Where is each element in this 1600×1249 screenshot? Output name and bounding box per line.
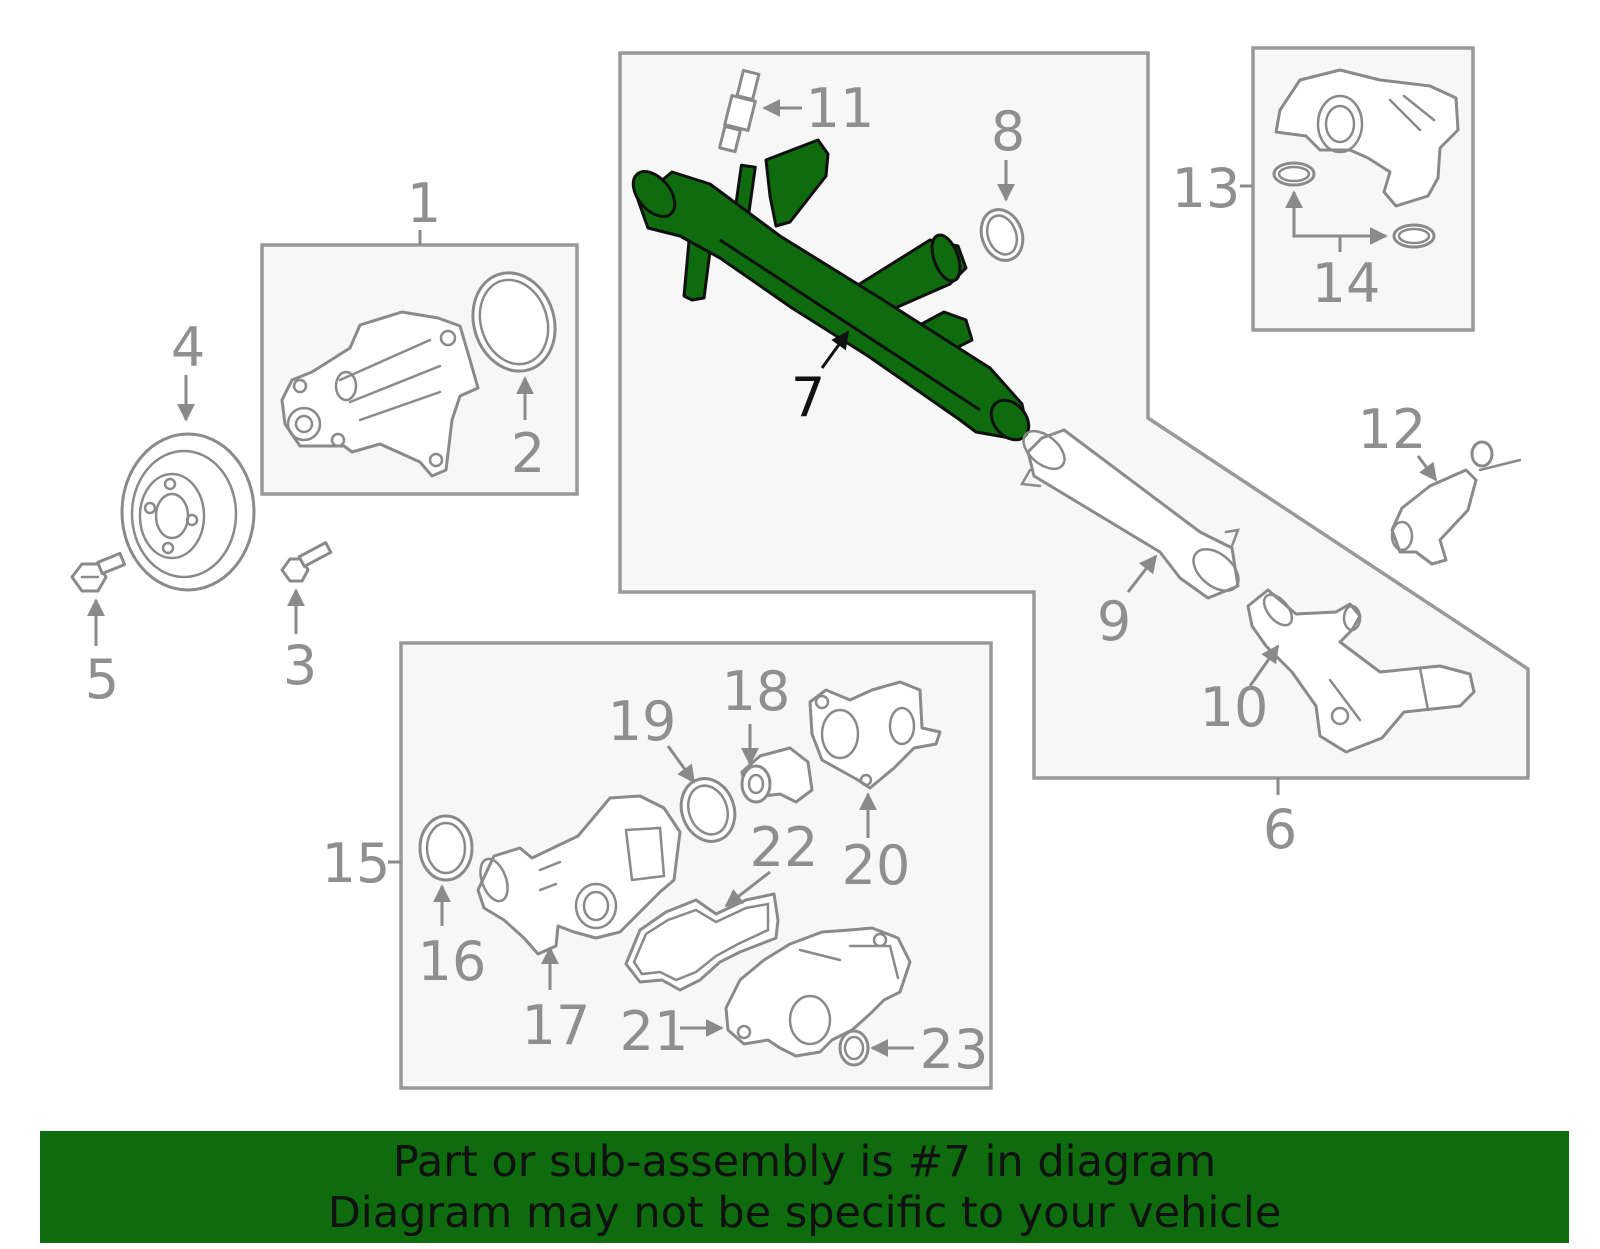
sensor-part-12[interactable] [1390,440,1522,566]
callout-20[interactable]: 20 [842,834,911,897]
callout-15[interactable]: 15 [322,832,391,895]
pipe-fitting-part-10[interactable] [1246,588,1476,754]
banner-line-1: Part or sub-assembly is #7 in diagram [392,1137,1217,1187]
pulley-part-4[interactable] [120,432,256,592]
callout-17[interactable]: 17 [522,994,591,1057]
gasket-part-16[interactable] [418,814,474,882]
housing-part-13[interactable] [1274,68,1460,208]
thermostat-part-18[interactable] [740,746,814,804]
water-pipe-part-7[interactable] [625,138,1036,447]
callout-23[interactable]: 23 [920,1018,989,1081]
callout-22[interactable]: 22 [750,816,819,879]
o-rings-part-14[interactable] [1272,161,1436,249]
callout-1[interactable]: 1 [407,172,441,235]
callout-19[interactable]: 19 [608,690,677,753]
callout-6[interactable]: 6 [1263,798,1297,861]
callout-18[interactable]: 18 [722,660,791,723]
cover-part-20[interactable] [808,680,942,790]
o-ring-part-19[interactable] [673,771,744,849]
water-pump-part-1[interactable] [280,310,480,478]
o-ring-part-8[interactable] [974,204,1029,267]
callout-7[interactable]: 7 [791,366,825,429]
callout-3[interactable]: 3 [283,634,317,697]
leader-lines [87,99,1438,1057]
callout-10[interactable]: 10 [1200,676,1269,739]
callout-13[interactable]: 13 [1172,157,1241,220]
thermostat-housing-part-17[interactable] [475,794,682,956]
hose-part-9[interactable] [1017,424,1247,600]
callout-5[interactable]: 5 [85,648,119,711]
callout-12[interactable]: 12 [1358,398,1427,461]
info-banner: Part or sub-assembly is #7 in diagram Di… [40,1131,1569,1243]
bolt-part-5[interactable] [70,551,127,593]
callout-16[interactable]: 16 [418,930,487,993]
sensor-part-11[interactable] [718,68,761,154]
gasket-part-2[interactable] [461,262,568,382]
callout-8[interactable]: 8 [991,100,1025,163]
callout-11[interactable]: 11 [806,77,875,140]
callout-9[interactable]: 9 [1097,590,1131,653]
o-ring-part-23[interactable] [838,1029,870,1067]
callout-4[interactable]: 4 [171,316,205,379]
banner-line-2: Diagram may not be specific to your vehi… [327,1188,1282,1238]
callout-14[interactable]: 14 [1312,252,1381,315]
callout-21[interactable]: 21 [620,1000,689,1063]
gasket-part-22[interactable] [624,892,780,992]
bolt-part-3[interactable] [280,541,333,583]
water-outlet-part-21[interactable] [724,926,912,1058]
callout-labels: 1 2 3 4 5 6 7 8 9 10 11 12 13 14 15 16 1… [85,77,1427,1081]
group-box-6 [618,51,1530,780]
callout-2[interactable]: 2 [511,422,545,485]
